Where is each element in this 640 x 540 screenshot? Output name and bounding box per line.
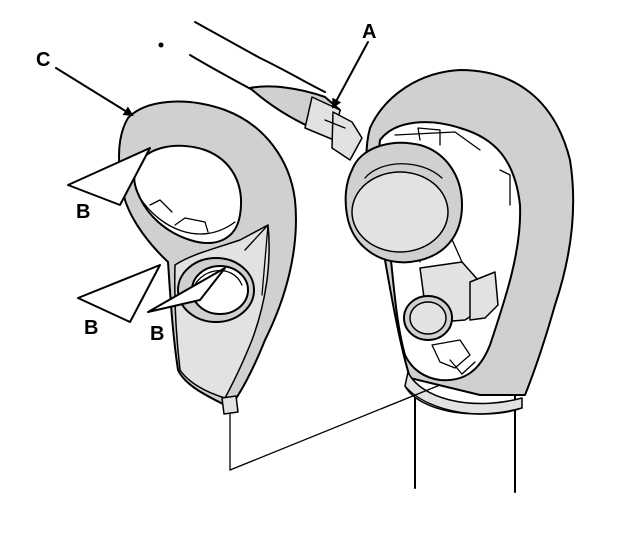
callout-arrows [55,41,369,117]
shift-lever-shaft [414,384,516,493]
stray-dot [158,42,164,48]
callout-label-b-top: B [76,201,90,223]
shift-knob [118,100,297,415]
callout-pointers-b [67,147,226,323]
screwdriver-tool [189,21,363,161]
callout-label-b-bottom-right: B [150,323,164,345]
shift-lever-assembly [344,69,575,415]
callout-label-a: A [362,21,376,43]
installation-guide-lines [229,384,441,471]
callout-label-b-bottom-left: B [84,317,98,339]
callout-label-c: C [36,49,50,71]
